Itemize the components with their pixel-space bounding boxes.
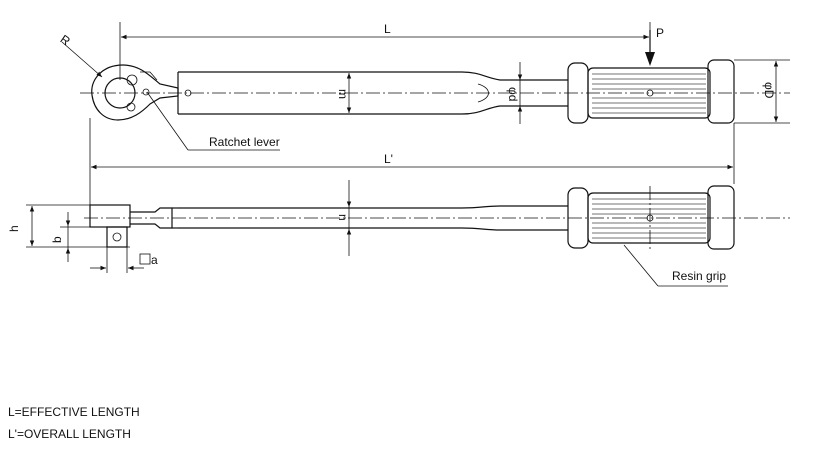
callout-resin-grip: Resin grip: [672, 269, 726, 283]
label-a: a: [151, 253, 158, 267]
callout-ratchet-lever: Ratchet lever: [209, 135, 280, 149]
side-shaft: [172, 205, 568, 231]
wrench-grip: [567, 59, 735, 124]
side-view: n h b a Resin grip: [7, 180, 790, 287]
label-phi-D: φD: [762, 82, 776, 99]
top-view: P L R m φd φD Ratchet lever: [58, 22, 790, 151]
label-m: m: [336, 89, 350, 99]
label-phi-d: φd: [506, 87, 520, 101]
label-p: P: [656, 26, 664, 40]
label-b: b: [50, 236, 64, 243]
square-symbol: [139, 253, 151, 265]
label-n: n: [336, 214, 350, 221]
load-arrowhead: [645, 52, 655, 66]
label-l: L: [384, 22, 391, 36]
label-h: h: [7, 225, 21, 232]
label-r: R: [58, 32, 73, 49]
side-head: [89, 204, 173, 248]
legend-overall-length: L'=OVERALL LENGTH: [8, 427, 131, 441]
legend-effective-length: L=EFFECTIVE LENGTH: [8, 405, 140, 419]
side-grip: [567, 185, 735, 250]
label-l-prime: L': [384, 152, 393, 166]
wrench-shaft: [177, 71, 568, 115]
ratchet-head: [91, 64, 179, 121]
radius-leader: [61, 41, 103, 78]
overall-length-dimension: L': [89, 118, 735, 212]
